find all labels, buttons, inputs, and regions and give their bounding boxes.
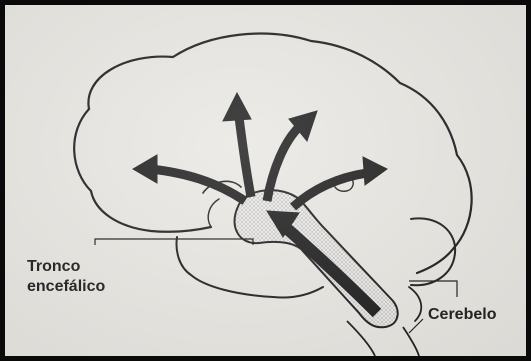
projection-arrow-icon <box>223 93 251 121</box>
cerebellum-outline <box>411 218 455 285</box>
cerebellum-fold <box>409 287 421 321</box>
brainstem-leader-line <box>95 239 253 245</box>
spinal-cord-line-left <box>347 321 375 356</box>
projection-arrow-icon <box>267 127 299 201</box>
projection-arrow-icon <box>363 157 387 185</box>
brainstem-label-line1: Tronco <box>27 257 157 277</box>
cerebellum-label: Cerebelo <box>428 305 496 325</box>
projection-arrow-icon <box>151 169 245 201</box>
medial-line-left <box>208 199 219 227</box>
brainstem-label-line2: encefálico <box>27 277 157 297</box>
projection-arrow-icon <box>293 173 367 207</box>
brain-diagram <box>5 5 526 356</box>
projection-arrow-icon <box>239 117 251 197</box>
projection-arrow-icon <box>133 155 157 183</box>
diagram-frame: Tronco encefálico Cerebelo <box>5 5 526 356</box>
brainstem-label: Tronco encefálico <box>27 257 157 297</box>
